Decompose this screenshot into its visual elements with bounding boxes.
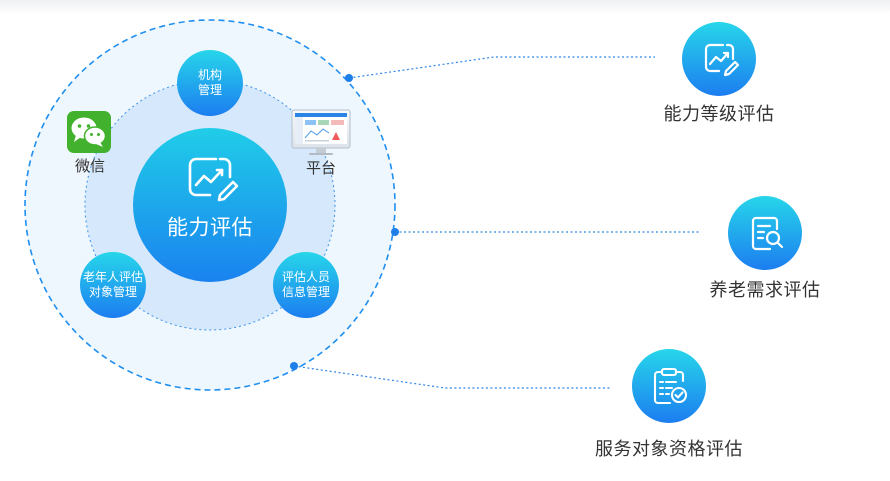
connector-dot-3 (290, 362, 298, 370)
feature-ability-level-label: 能力等级评估 (663, 104, 775, 125)
node-elder-label: 老年人评估 对象管理 (83, 270, 143, 300)
chart-pen-icon (704, 43, 740, 77)
connector-line-1 (348, 56, 655, 79)
connector-line-3 (293, 365, 610, 389)
node-institution-line2: 管理 (197, 83, 223, 97)
node-assessor-line1: 评估人员 (281, 270, 331, 284)
platform-monitor-icon (291, 109, 351, 155)
center-circle (133, 128, 287, 282)
feature-care-needs-circle (728, 196, 802, 270)
node-assessor-line2: 信息管理 (281, 285, 331, 299)
node-assessor-info-management (273, 252, 339, 318)
node-elder-line2: 对象管理 (88, 285, 138, 299)
platform-label: 平台 (305, 159, 337, 177)
connector-lines (293, 56, 700, 389)
connector-dot-2 (391, 228, 399, 236)
clipboard-check-icon (653, 367, 688, 405)
document-search-icon (751, 216, 784, 251)
feature-eligibility-circle (632, 349, 706, 423)
node-assessor-label: 评估人员 信息管理 (282, 270, 330, 300)
node-elder-line1: 老年人评估 (82, 270, 144, 284)
center-title: 能力评估 (167, 215, 253, 240)
top-shadow (0, 0, 890, 14)
feature-care-needs-label: 养老需求评估 (709, 280, 821, 301)
wechat-icon (67, 111, 111, 153)
node-institution-label: 机构 管理 (198, 68, 222, 98)
node-institution-management (177, 50, 243, 116)
node-institution-line1: 机构 (197, 68, 223, 82)
wechat-label: 微信 (74, 157, 106, 175)
connector-dot-1 (345, 74, 353, 82)
node-elder-assessment-management (80, 252, 146, 318)
feature-eligibility-label: 服务对象资格评估 (595, 439, 743, 460)
chart-pen-icon (188, 157, 239, 202)
